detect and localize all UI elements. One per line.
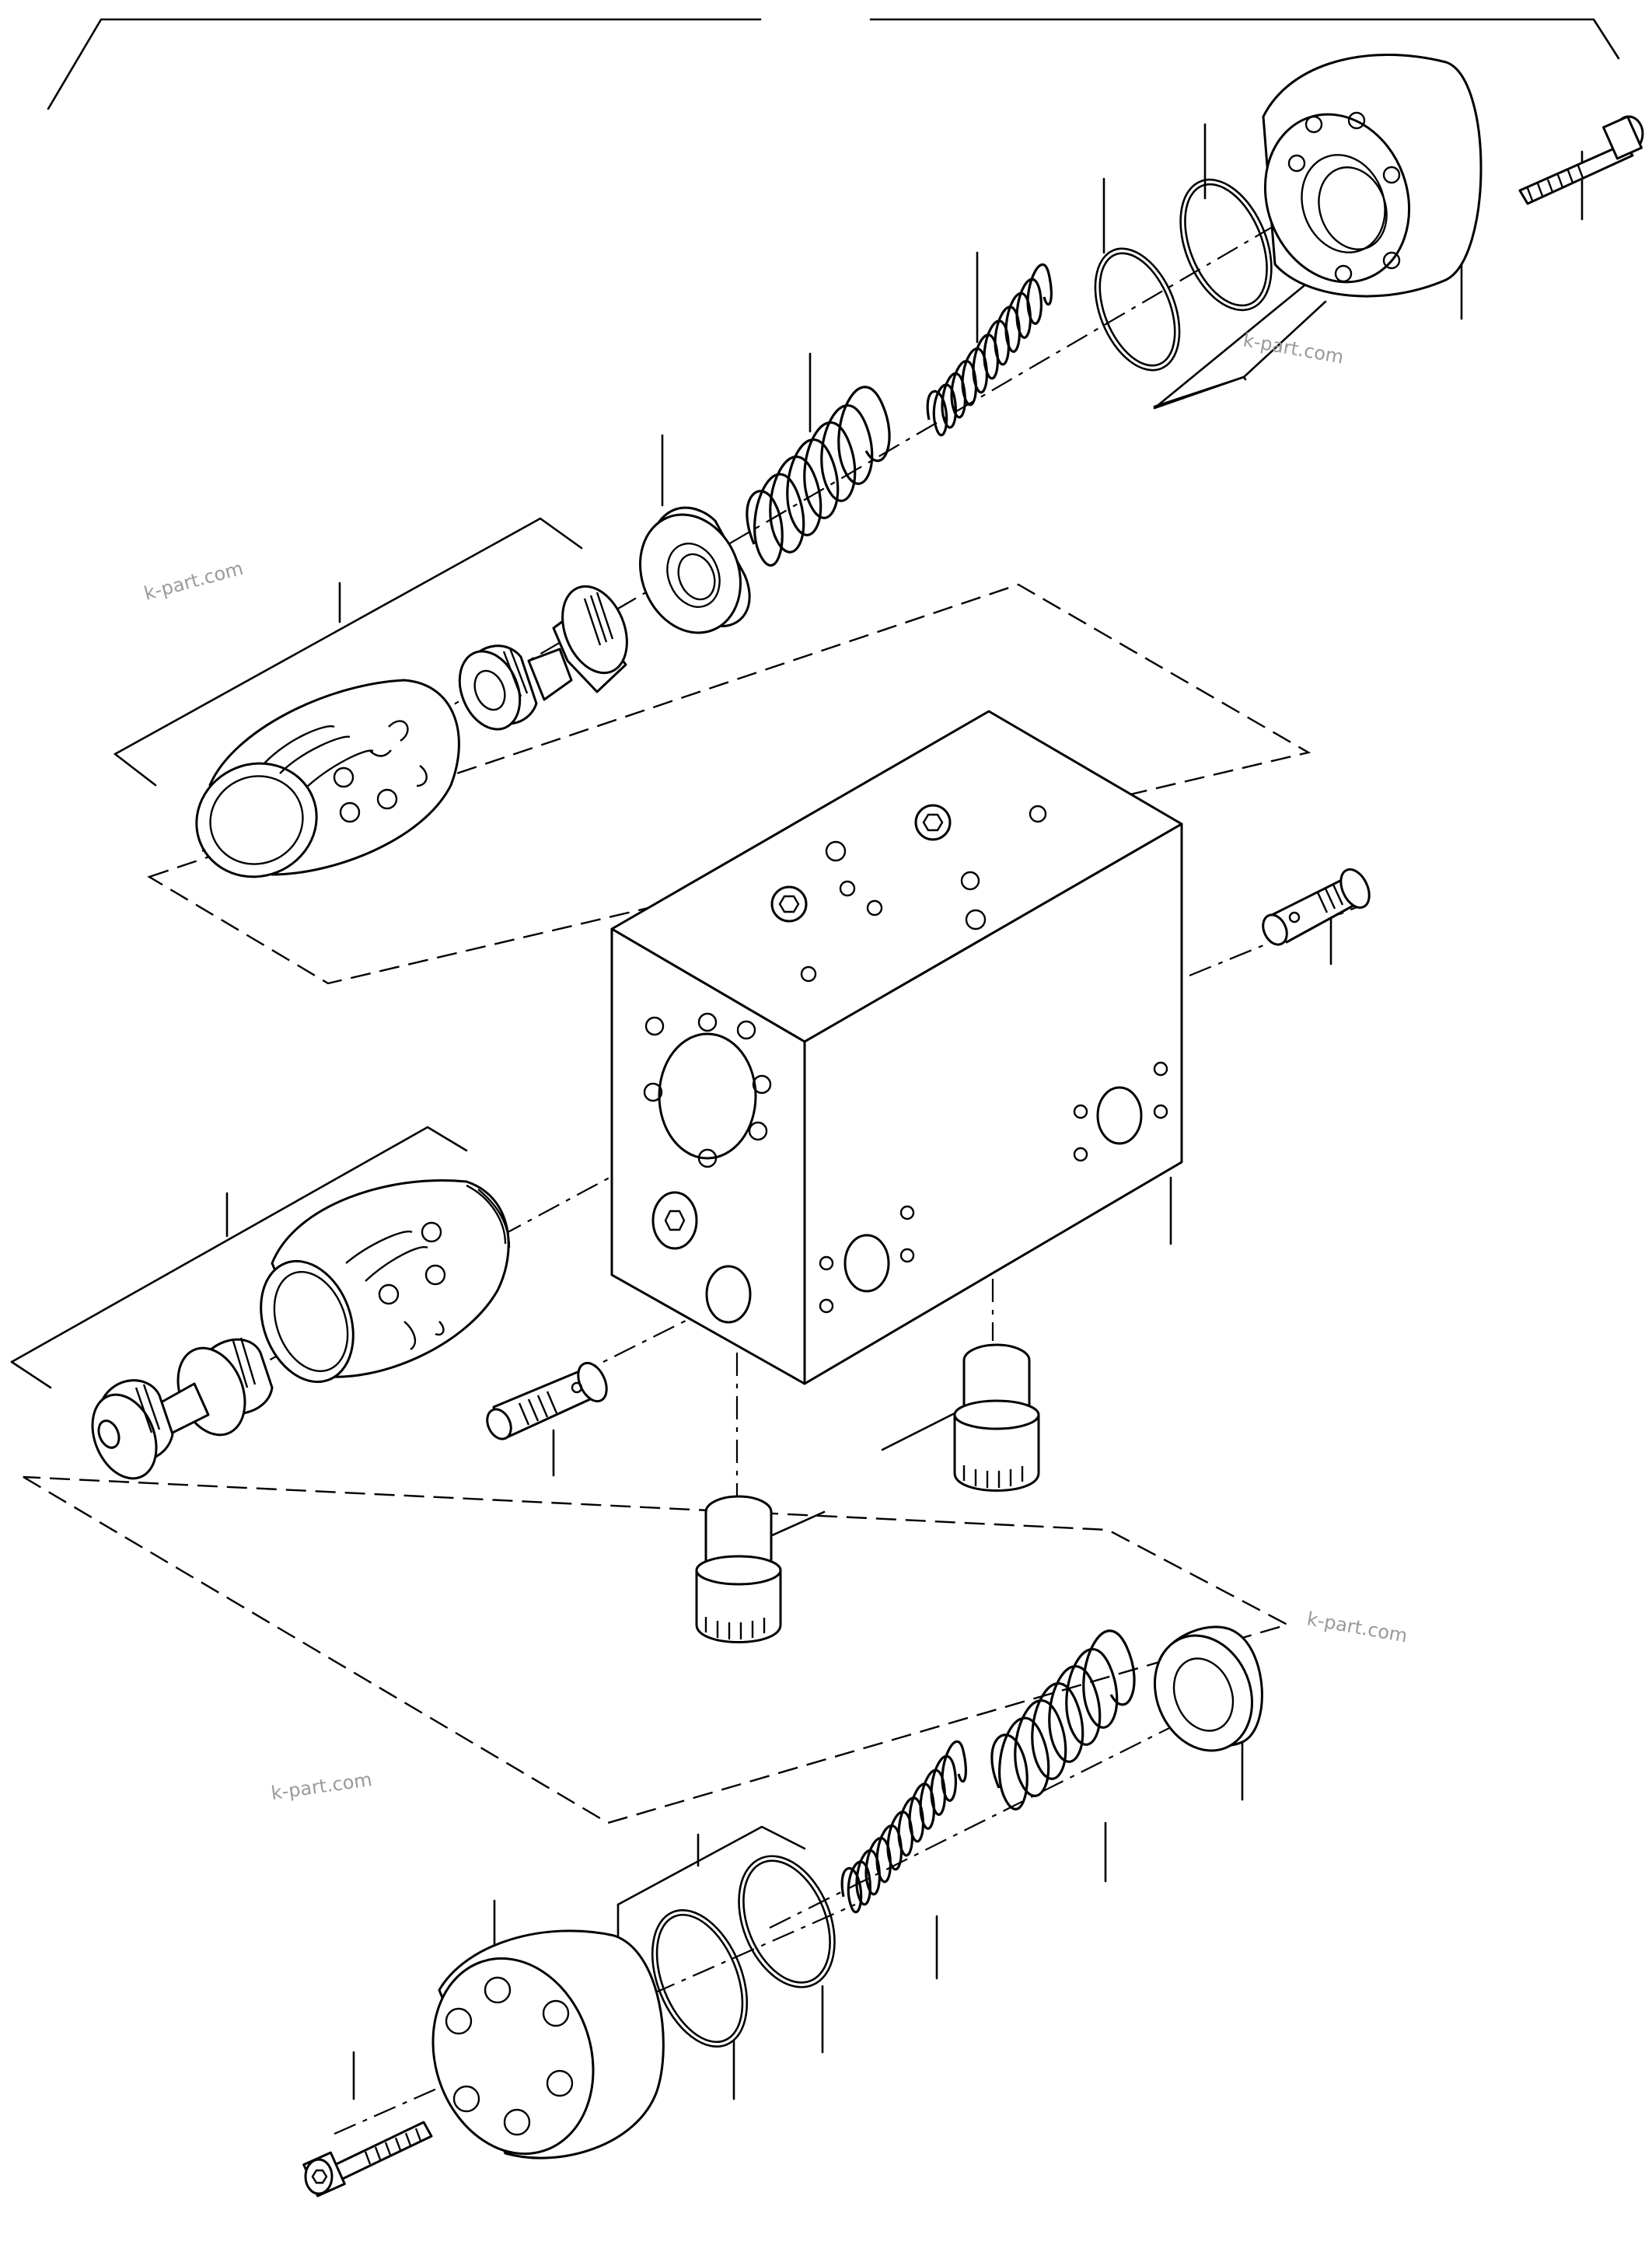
top-bracket (47, 18, 1620, 110)
cap-screw-upper (1518, 115, 1644, 205)
plug-right (1262, 868, 1371, 946)
plug-left (486, 1361, 608, 1440)
check-valve-right (953, 1343, 1040, 1492)
spring-small-lower (840, 1740, 967, 1914)
watermark-text: k-part.com (141, 557, 245, 605)
end-cover-upper (1262, 54, 1483, 298)
end-cover-lower (431, 1929, 665, 2159)
watermark-text: k-part.com (1305, 1608, 1409, 1646)
spring-seat-upper (639, 506, 751, 634)
watermark-text: k-part.com (1242, 329, 1346, 368)
sleeve-upper (195, 679, 460, 878)
o-rings-upper (1094, 178, 1273, 372)
spool-upper (458, 585, 628, 731)
spring-large-lower (990, 1629, 1136, 1810)
spring-large-upper (746, 386, 891, 567)
watermark-text: k-part.com (270, 1768, 373, 1804)
brackets (10, 267, 1327, 1937)
check-valve-center (695, 1495, 782, 1643)
cap-screw-lower (302, 2121, 433, 2198)
assembly-outline-upper (147, 583, 1311, 985)
spring-seat-lower (1154, 1625, 1263, 1752)
sleeve-lower (260, 1178, 511, 1384)
leader-lines (225, 123, 1584, 2100)
spring-small-upper (926, 263, 1053, 437)
valve-block (610, 710, 1183, 1385)
o-rings-lower (651, 1855, 836, 2048)
spool-lower (91, 1337, 274, 1480)
